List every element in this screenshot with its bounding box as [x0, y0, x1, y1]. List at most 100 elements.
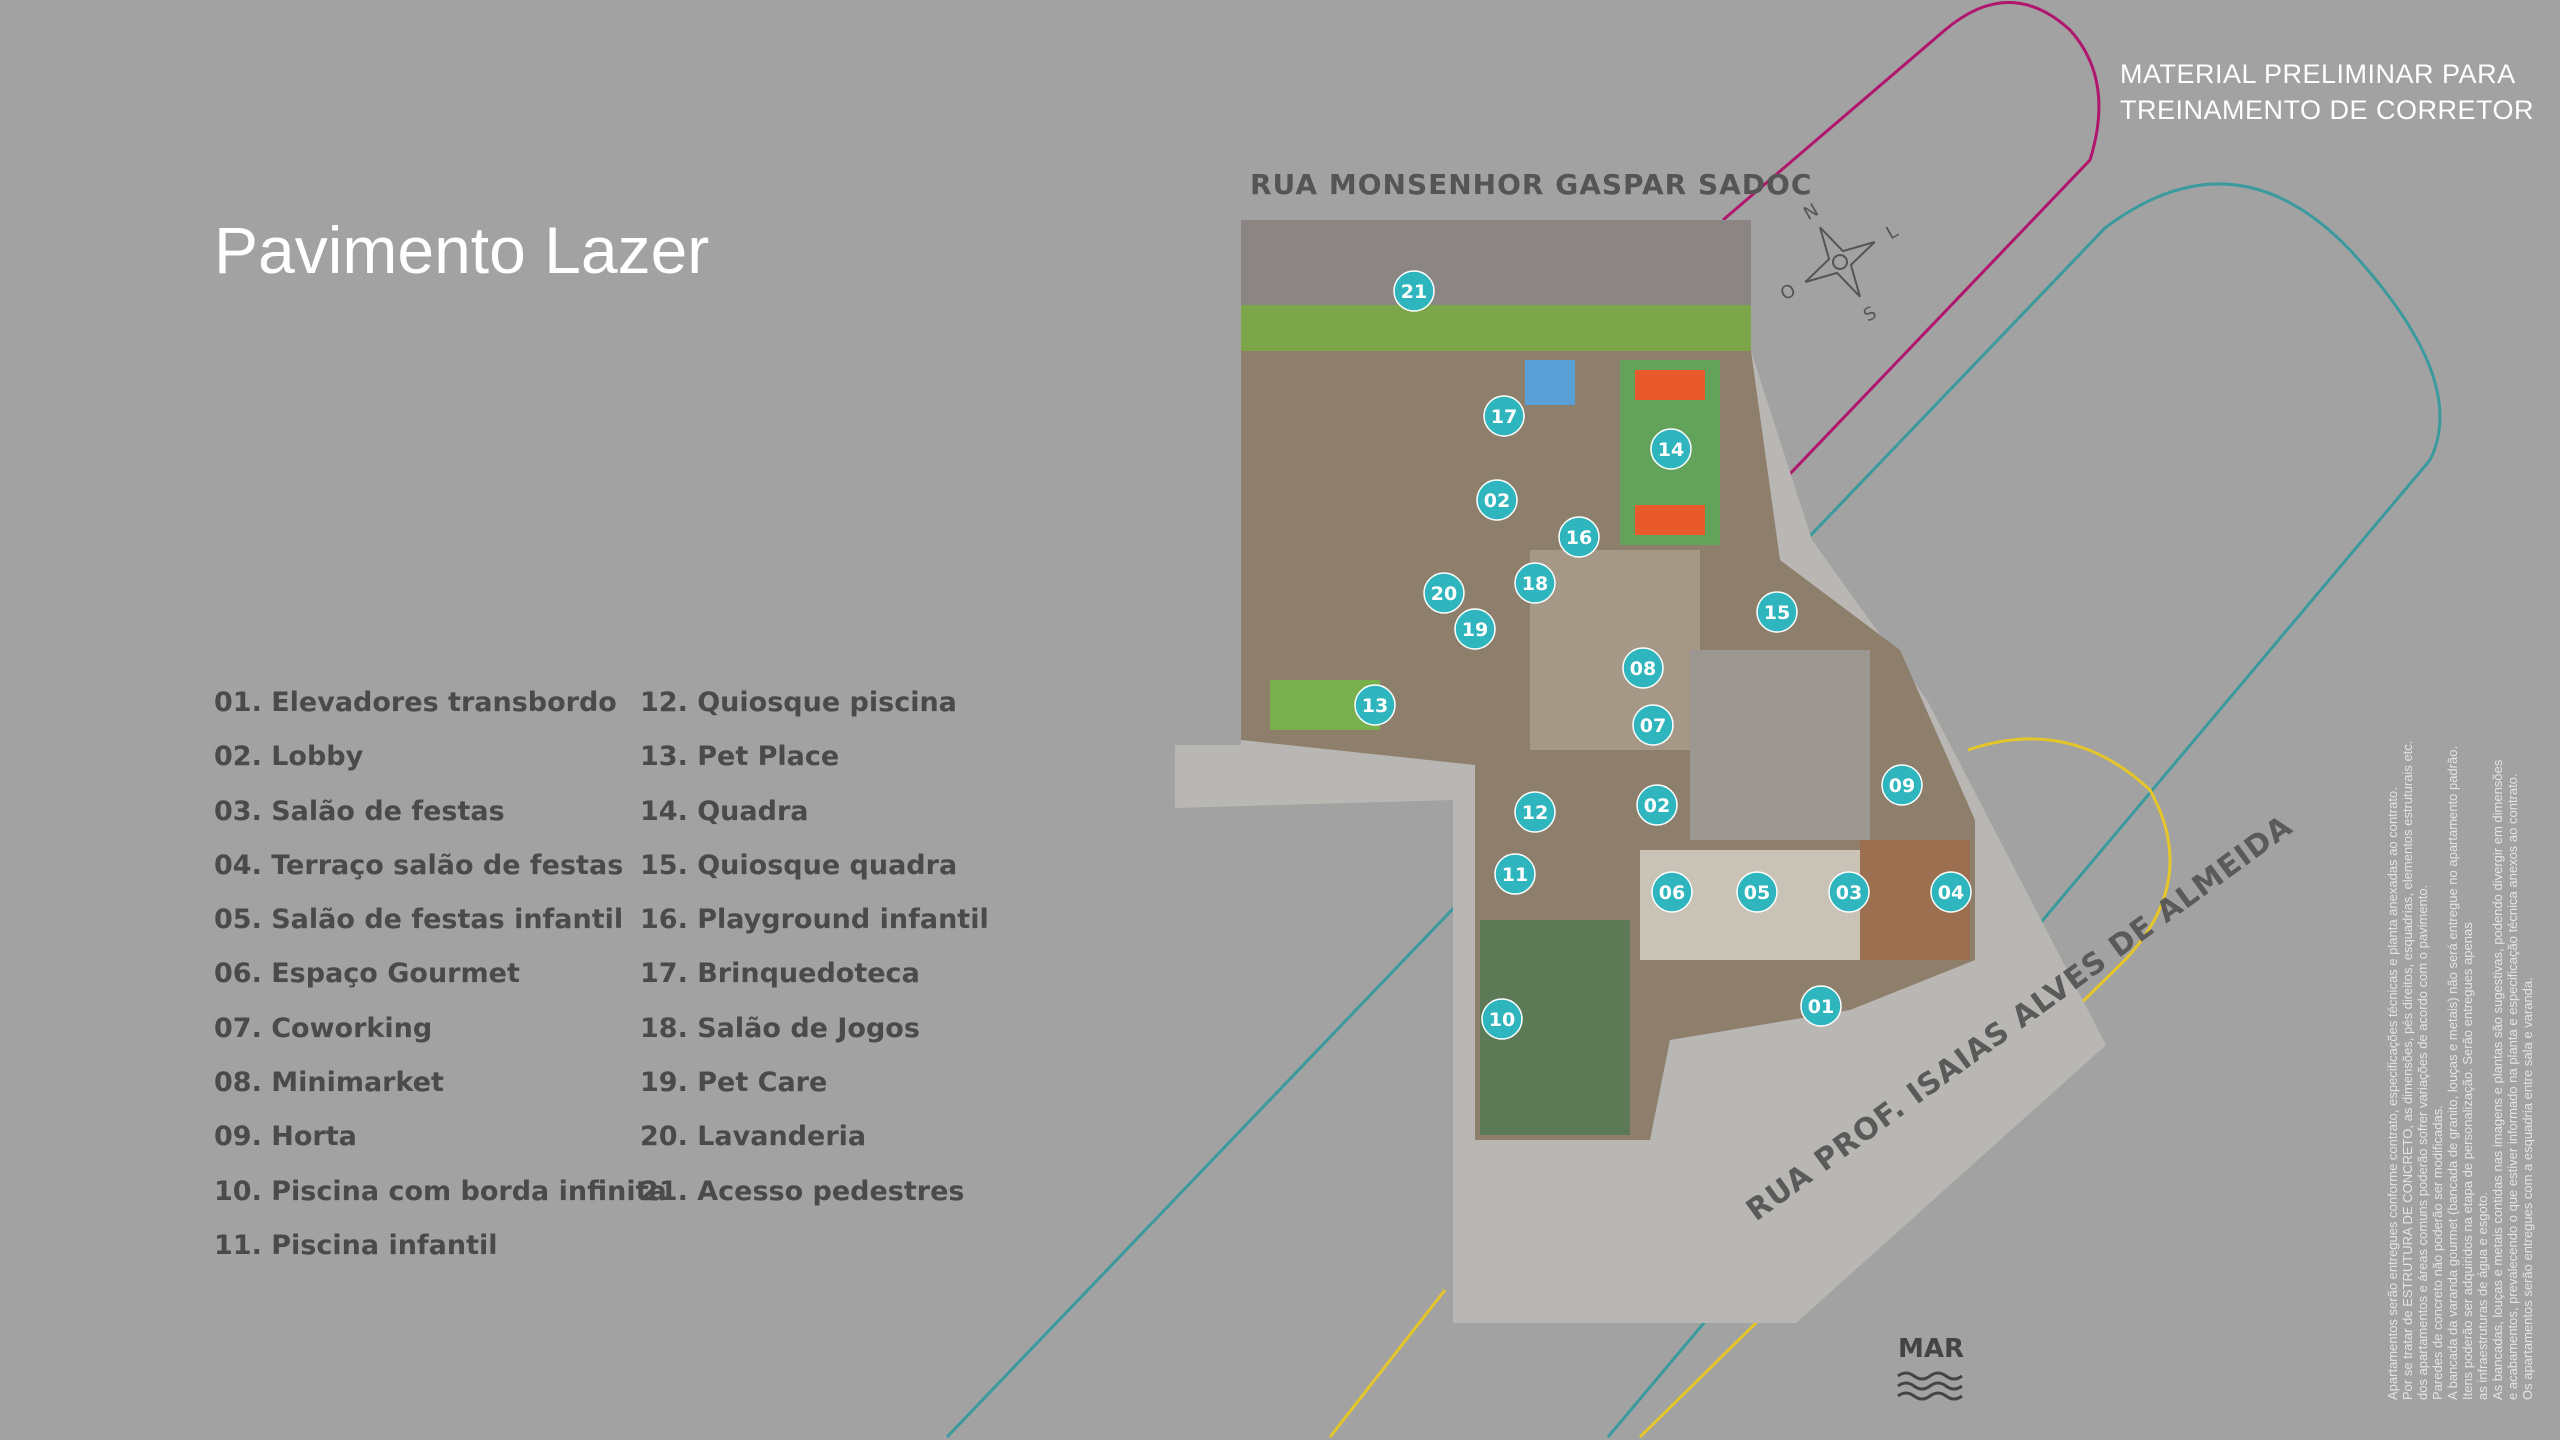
legend-item: 19. Pet Care — [640, 1067, 828, 1099]
compass-l: L — [1883, 221, 1902, 244]
disclaimer-line: Itens poderão ser adquiridos na etapa de… — [2460, 922, 2475, 1400]
marker-label: 14 — [1658, 439, 1684, 461]
marker-03: 03 — [1828, 871, 1870, 913]
marker-circle — [1494, 853, 1536, 895]
legend-item: 03. Salão de festas — [214, 795, 505, 827]
legend-item: 21. Acesso pedestres — [640, 1175, 965, 1207]
legend-item: 17. Brinquedoteca — [640, 958, 920, 990]
disclaimer-line: dos apartamentos e áreas comuns poderão … — [2415, 884, 2430, 1400]
marker-15: 15 — [1756, 591, 1798, 633]
marker-18: 18 — [1514, 562, 1556, 604]
marker-circle — [1650, 428, 1692, 470]
notice-line: MATERIAL PRELIMINAR PARA — [2120, 59, 2516, 89]
legend-item: 06. Espaço Gourmet — [214, 958, 520, 990]
marker-circle — [1800, 985, 1842, 1027]
legend-item: 02. Lobby — [214, 741, 364, 773]
disclaimer-line: as infraestruturas de água e esgoto. — [2475, 1191, 2490, 1400]
legend-item: 18. Salão de Jogos — [640, 1012, 920, 1044]
teal-line — [945, 182, 2442, 1439]
marker-circle — [1622, 647, 1664, 689]
page-title: Pavimento Lazer — [214, 213, 710, 287]
legend-item: 11. Piscina infantil — [214, 1229, 498, 1261]
disclaimer-line: e acabamentos, prevalecendo o que estive… — [2505, 773, 2520, 1400]
marker-label: 13 — [1362, 695, 1388, 717]
marker-circle — [1636, 784, 1678, 826]
marker-label: 04 — [1938, 882, 1964, 904]
marker-circle — [1393, 270, 1435, 312]
marker-19: 19 — [1454, 608, 1496, 650]
marker-label: 05 — [1744, 882, 1770, 904]
marker-circle — [1514, 562, 1556, 604]
legend-item: 13. Pet Place — [640, 741, 840, 773]
marker-label: 17 — [1491, 406, 1517, 428]
legend-item: 10. Piscina com borda infinita — [214, 1175, 667, 1207]
legend-item: 07. Coworking — [214, 1012, 433, 1044]
legend-item: 04. Terraço salão de festas — [214, 849, 624, 881]
legend-item: 16. Playground infantil — [640, 904, 989, 936]
marker-label: 02 — [1484, 490, 1510, 512]
marker-label: 16 — [1566, 527, 1592, 549]
marker-10: 10 — [1481, 998, 1523, 1040]
marker-06: 06 — [1651, 871, 1693, 913]
marker-14: 14 — [1650, 428, 1692, 470]
preliminary-notice: MATERIAL PRELIMINAR PARA TREINAMENTO DE … — [2120, 56, 2534, 128]
legend-item: 20. Lavanderia — [640, 1121, 867, 1153]
marker-01: 01 — [1800, 985, 1842, 1027]
marker-08: 08 — [1622, 647, 1664, 689]
magenta-line — [1722, 1, 2101, 502]
yellow-line — [1328, 737, 2172, 1439]
marker-circle — [1483, 395, 1525, 437]
marker-label: 15 — [1764, 602, 1790, 624]
marker-circle — [1514, 791, 1556, 833]
marker-04: 04 — [1930, 871, 1972, 913]
sea-label: MAR — [1898, 1334, 1965, 1364]
disclaimer-line: Por se tratar de ESTRUTURA DE CONCRETO, … — [2400, 740, 2415, 1400]
legend-column-1: 01. Elevadores transbordo 02. Lobby 03. … — [214, 676, 667, 1273]
site-ground — [1175, 220, 2106, 1323]
marker-12: 12 — [1514, 791, 1556, 833]
marker-label: 20 — [1431, 583, 1457, 605]
marker-label: 06 — [1659, 882, 1685, 904]
marker-circle — [1454, 608, 1496, 650]
marker-circle — [1423, 572, 1465, 614]
legend-item: 15. Quiosque quadra — [640, 849, 958, 881]
marker-label: 03 — [1836, 882, 1862, 904]
marker-label: 10 — [1489, 1009, 1515, 1031]
marker-label: 01 — [1808, 996, 1834, 1018]
marker-label: 09 — [1889, 775, 1915, 797]
marker-circle — [1881, 764, 1923, 806]
marker-label: 19 — [1462, 619, 1488, 641]
street-label-top: RUA MONSENHOR GASPAR SADOC — [1250, 168, 1813, 201]
marker-circle — [1632, 704, 1674, 746]
marker-label: 08 — [1630, 658, 1656, 680]
marker-17: 17 — [1483, 395, 1525, 437]
wave-icon — [1897, 1371, 1963, 1401]
marker-circle — [1930, 871, 1972, 913]
disclaimer-line: Paredes de concreto não poderão ser modi… — [2430, 1105, 2445, 1400]
legend-item: 12. Quiosque piscina — [640, 687, 957, 718]
compass-s: S — [1860, 302, 1880, 326]
legend-column-2: 12. Quiosque piscina 13. Pet Place 14. Q… — [640, 676, 989, 1219]
legend-item: 08. Minimarket — [214, 1067, 444, 1099]
legend-item: 09. Horta — [214, 1121, 357, 1153]
marker-02: 02 — [1476, 479, 1518, 521]
marker-circle — [1558, 516, 1600, 558]
disclaimer-line: As bancadas, louças e metais contidas na… — [2490, 759, 2505, 1400]
marker-label: 02 — [1644, 795, 1670, 817]
decorative-lines — [945, 1, 2442, 1439]
compass-o: O — [1777, 280, 1800, 305]
marker-circle — [1651, 871, 1693, 913]
marker-20: 20 — [1423, 572, 1465, 614]
marker-circle — [1476, 479, 1518, 521]
marker-circle — [1736, 871, 1778, 913]
disclaimer-line: Os apartamentos serão entregues com a es… — [2520, 977, 2535, 1400]
marker-13: 13 — [1354, 684, 1396, 726]
legend-item: 01. Elevadores transbordo — [214, 687, 617, 718]
disclaimer-line: Apartamentos serão entregues conforme co… — [2385, 787, 2400, 1400]
marker-11: 11 — [1494, 853, 1536, 895]
marker-16: 16 — [1558, 516, 1600, 558]
marker-label: 11 — [1502, 864, 1528, 886]
marker-09: 09 — [1881, 764, 1923, 806]
